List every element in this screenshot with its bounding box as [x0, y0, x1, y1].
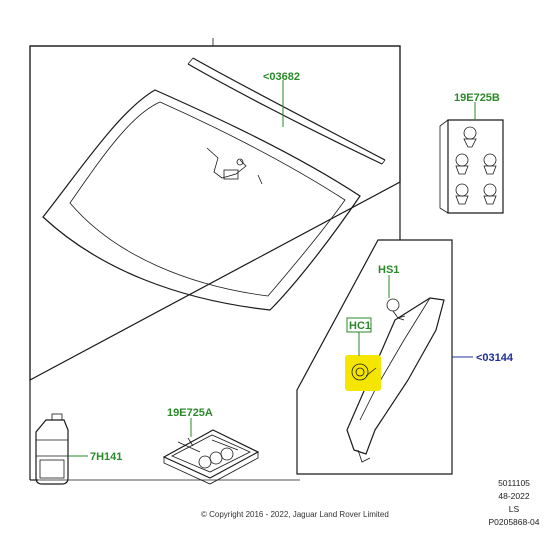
glass-trim-label[interactable]: <03682 — [263, 71, 300, 83]
a-pillar-panel — [296, 239, 453, 475]
windscreen-panel — [29, 38, 401, 481]
pillar-trim-label[interactable]: <03144 — [476, 352, 514, 364]
clips-kit-box — [439, 119, 504, 214]
glass-trim-strip — [187, 57, 386, 165]
adhesive-kit — [162, 429, 260, 485]
clip-hc1 — [345, 355, 381, 391]
reference-line-4: P0205868-04 — [488, 517, 539, 527]
reference-line-1: 5011105 — [498, 478, 530, 488]
clip-hs1 — [386, 298, 406, 321]
clip-icon — [455, 126, 497, 205]
copyright-text: © Copyright 2016 - 2022, Jaguar Land Rov… — [201, 510, 389, 519]
reference-line-3: LS — [509, 504, 520, 514]
reference-block: 5011105 48-2022 LS P0205868-04 — [488, 478, 539, 527]
a-pillar-trim — [346, 297, 445, 463]
reference-line-2: 48-2022 — [498, 491, 529, 501]
adhesive-kit-label[interactable]: 19E725A — [167, 407, 213, 419]
clip-hs1-label[interactable]: HS1 — [378, 264, 399, 276]
windscreen-glass — [42, 89, 361, 311]
clip-hc1-label[interactable]: HC1 — [349, 320, 371, 332]
fluid-label[interactable]: 7H141 — [90, 451, 122, 463]
clips-kit-label[interactable]: 19E725B — [454, 92, 500, 104]
fluid-bottle — [35, 413, 69, 485]
